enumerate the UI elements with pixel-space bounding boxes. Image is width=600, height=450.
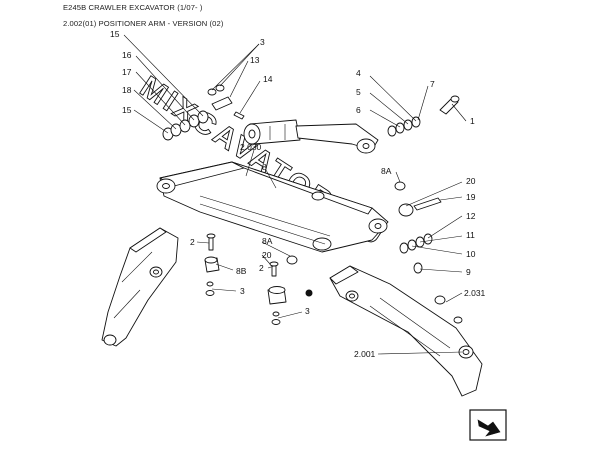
next-page-arrow-icon[interactable]	[469, 409, 507, 441]
diagram-subtitle: 2.002(01) POSITIONER ARM - VERSION (02)	[63, 19, 224, 28]
callout-3: 3	[260, 37, 265, 47]
callout-6: 6	[356, 105, 361, 115]
callout-18: 18	[122, 85, 132, 95]
callout-4: 4	[356, 68, 361, 78]
callout-numbers: 3 15 16 13 17 14 18 15 4 7 5 6 1 2.030 8…	[110, 29, 486, 359]
positioner-cylinder	[243, 119, 379, 154]
callout-5: 5	[356, 87, 361, 97]
callout-13: 13	[250, 55, 260, 65]
upper-boom	[329, 265, 483, 397]
callout-3-lower: 3	[305, 306, 310, 316]
callout-15: 15	[110, 29, 120, 39]
callout-2-031: 2.031	[464, 288, 486, 298]
callout-11: 11	[466, 230, 475, 240]
callout-8a: 8A	[381, 166, 392, 176]
callout-7: 7	[430, 79, 435, 89]
callout-15-lower: 15	[122, 105, 132, 115]
callout-8b: 8B	[236, 266, 247, 276]
callout-8: 8	[262, 162, 267, 172]
callout-17: 17	[122, 67, 132, 77]
callout-2-lower: 2	[259, 263, 264, 273]
callout-8a-lower: 8A	[262, 236, 273, 246]
callout-19: 19	[466, 192, 476, 202]
callout-3-mid: 3	[240, 286, 245, 296]
callout-9: 9	[466, 267, 471, 277]
positioner-arm	[156, 161, 389, 253]
callout-20-lower: 20	[262, 250, 272, 260]
callout-2-030: 2.030	[240, 142, 262, 152]
callout-16: 16	[122, 50, 132, 60]
callout-2-001: 2.001	[354, 349, 376, 359]
callout-20: 20	[466, 176, 476, 186]
callout-10: 10	[466, 249, 476, 259]
callout-12: 12	[466, 211, 476, 221]
callout-14: 14	[263, 74, 273, 84]
callout-2: 2	[190, 237, 195, 247]
leader-lines	[123, 34, 467, 355]
callout-1: 1	[470, 116, 475, 126]
lower-boom	[101, 227, 179, 347]
diagram-title: E245B CRAWLER EXCAVATOR (1/07- )	[63, 3, 203, 12]
small-parts	[162, 84, 460, 325]
